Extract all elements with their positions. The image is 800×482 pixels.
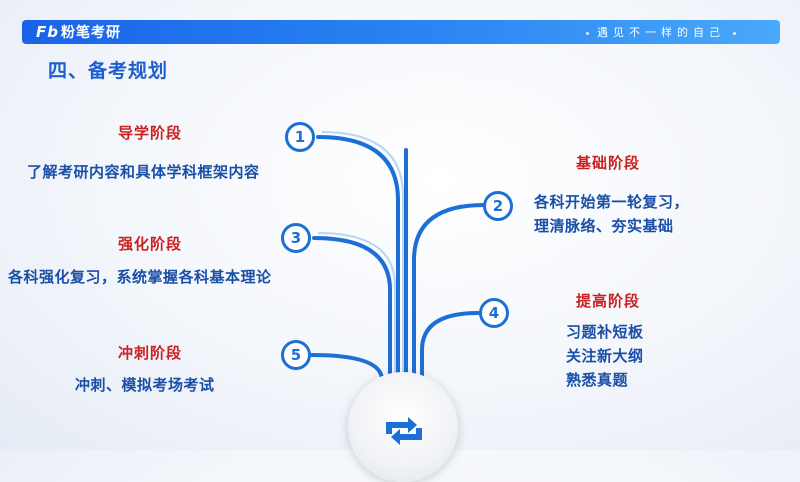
stage-desc-4-line-1: 习题补短板 xyxy=(566,323,644,341)
stage-desc-1: 了解考研内容和具体学科框架内容 xyxy=(27,160,260,184)
stage-title-1: 导学阶段 xyxy=(118,124,183,142)
stage-desc-3-line-1: 各科强化复习，系统掌握各科基本理论 xyxy=(8,268,272,286)
slogan-dot-left xyxy=(586,31,589,35)
branch-3 xyxy=(312,236,392,392)
brand-logo: Fb 粉笔考研 xyxy=(36,22,121,42)
stage-number-3: 3 xyxy=(281,223,311,253)
branch-highlight-1 xyxy=(321,131,404,390)
stage-title-5: 冲刺阶段 xyxy=(118,344,183,362)
stage-title-4: 提高阶段 xyxy=(576,292,641,310)
stage-desc-2: 各科开始第一轮复习， 理清脉络、夯实基础 xyxy=(534,190,689,238)
stage-desc-4-line-2: 关注新大纲 xyxy=(566,347,644,365)
slogan: 遇见不一样的自己 xyxy=(578,24,744,40)
branch-4 xyxy=(420,311,480,394)
stage-number-5: 5 xyxy=(281,340,311,370)
stage-desc-4-line-3: 熟悉真题 xyxy=(566,371,629,389)
header-bar: Fb 粉笔考研 遇见不一样的自己 xyxy=(22,20,780,44)
stage-desc-3: 各科强化复习，系统掌握各科基本理论 xyxy=(8,265,272,289)
stage-number-1: 1 xyxy=(285,122,315,152)
stage-desc-5: 冲刺、模拟考场考试 xyxy=(75,373,215,397)
stage-desc-5-line-1: 冲刺、模拟考场考试 xyxy=(75,376,215,394)
refresh-arrows-icon xyxy=(386,417,422,445)
stage-tree-diagram xyxy=(310,131,486,394)
logo-text: 粉笔考研 xyxy=(60,25,121,41)
stage-title-3: 强化阶段 xyxy=(118,235,183,253)
logo-mark: Fb xyxy=(36,23,59,41)
stage-desc-2-line-1: 各科开始第一轮复习， xyxy=(534,193,690,211)
stage-desc-2-line-2: 理清脉络、夯实基础 xyxy=(534,217,674,235)
stage-title-2: 基础阶段 xyxy=(576,154,641,172)
slogan-dot-right xyxy=(733,31,736,35)
branch-1 xyxy=(316,135,400,392)
slogan-text: 遇见不一样的自己 xyxy=(597,26,725,39)
stage-desc-1-line-1: 了解考研内容和具体学科框架内容 xyxy=(27,163,260,181)
section-title: 四、备考规划 xyxy=(48,60,169,82)
stage-number-2: 2 xyxy=(483,191,513,221)
branch-highlight-3 xyxy=(317,232,396,390)
stage-number-4: 4 xyxy=(479,298,509,328)
stage-desc-4: 习题补短板 关注新大纲 熟悉真题 xyxy=(566,320,644,392)
branch-2 xyxy=(412,203,486,392)
